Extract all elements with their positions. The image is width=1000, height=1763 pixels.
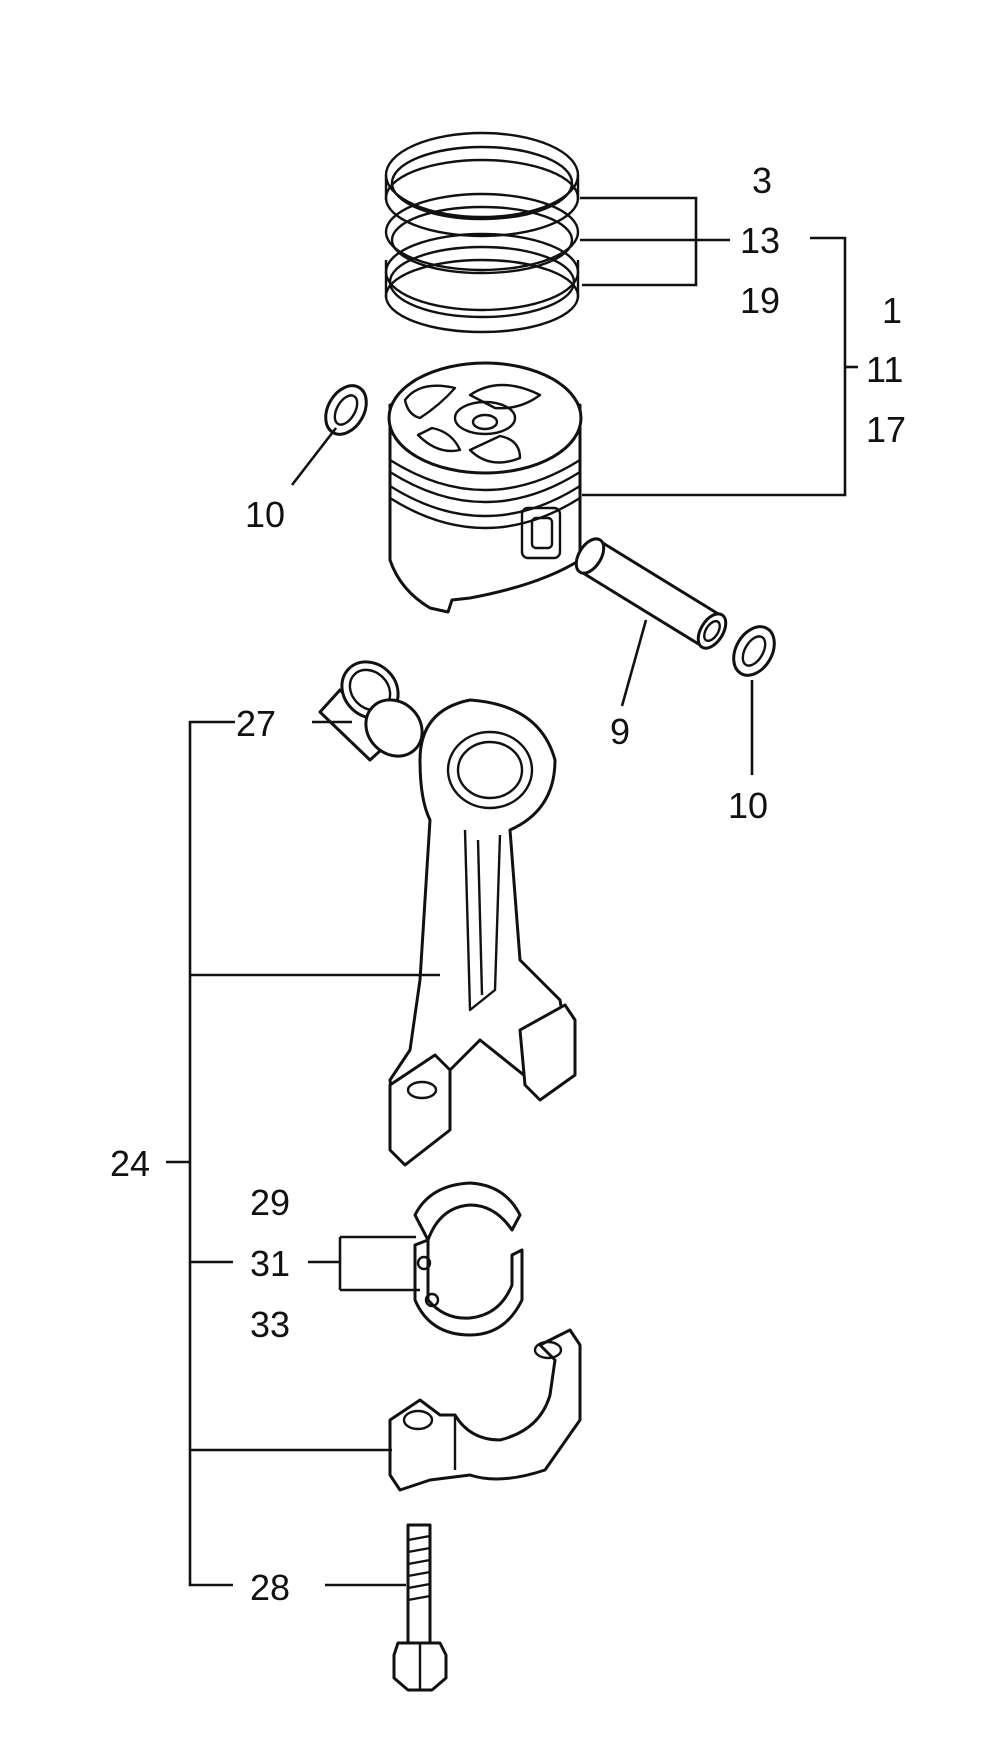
connecting-rod bbox=[388, 698, 577, 1167]
label-ring-19: 19 bbox=[740, 280, 780, 321]
conrod-bolt bbox=[392, 1523, 448, 1692]
bearing-shells bbox=[413, 1181, 524, 1337]
piston bbox=[387, 361, 583, 614]
label-bearing-29: 29 bbox=[250, 1182, 290, 1223]
bearing-cap bbox=[388, 1328, 582, 1492]
label-piston-1: 1 bbox=[882, 290, 902, 331]
label-circlip-left: 10 bbox=[245, 494, 285, 535]
label-ring-13: 13 bbox=[740, 220, 780, 261]
piston-rings bbox=[384, 131, 580, 334]
small-end-bush bbox=[318, 660, 424, 762]
circlip-right bbox=[732, 625, 776, 677]
label-bearing-33: 33 bbox=[250, 1304, 290, 1345]
part-labels: 3 13 19 1 11 17 10 9 10 27 24 29 31 33 2… bbox=[110, 160, 906, 1608]
circlip-left bbox=[324, 384, 368, 436]
leader-lines bbox=[166, 196, 858, 1587]
label-conrod-bolt: 28 bbox=[250, 1567, 290, 1608]
piston-pin bbox=[574, 537, 728, 650]
label-small-end-bush: 27 bbox=[236, 703, 276, 744]
label-piston-11: 11 bbox=[866, 349, 903, 390]
label-conrod-assembly: 24 bbox=[110, 1143, 150, 1184]
label-piston-17: 17 bbox=[866, 409, 906, 450]
label-bearing-31: 31 bbox=[250, 1243, 290, 1284]
label-ring-3: 3 bbox=[752, 160, 772, 201]
label-circlip-right: 10 bbox=[728, 785, 768, 826]
label-piston-pin: 9 bbox=[610, 711, 630, 752]
